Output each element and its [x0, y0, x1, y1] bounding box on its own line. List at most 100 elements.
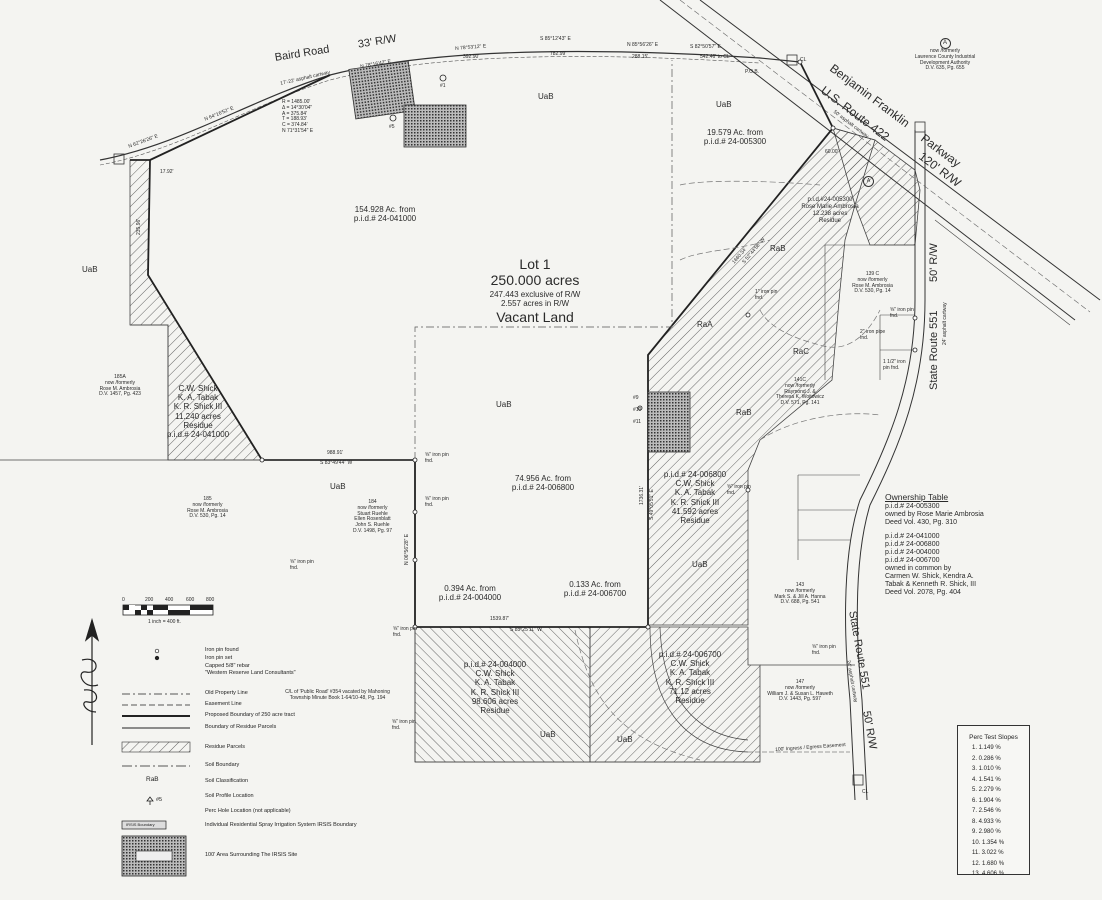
soil-uab-1: UaB: [538, 92, 554, 101]
public-road-note: C/L of 'Public Road' #354 vacated by Mah…: [285, 689, 390, 701]
n185a-1: now /formerly: [104, 379, 135, 386]
soil-boundary-1: [414, 60, 673, 460]
n185a-3: D.V. 1457, Pg. 423: [99, 391, 141, 398]
soil-uab-8: UaB: [617, 735, 633, 744]
perc-row-2: 2. 0.286 %: [972, 755, 1001, 762]
perc-row-9: 9. 2.980 %: [972, 829, 1001, 835]
soil-uab-4: UaB: [496, 400, 512, 409]
own-row-5: p.i.d.# 24-006800: [885, 540, 940, 548]
legend-item-0: Iron pin found: [205, 647, 239, 653]
parcel-154: 154.928 Ac. from p.i.d.# 24-041000: [330, 205, 440, 223]
dist-d6: 1736.31': [639, 485, 645, 505]
n184-2: Stuart Ruehle: [357, 510, 388, 517]
legend-item-4: Old Property Line: [205, 690, 248, 696]
dist-d3: 392.90': [463, 54, 480, 60]
legend-line-samples: [121, 648, 191, 877]
curve-c: C = 374.84': [282, 122, 308, 128]
sr551-north-label: State Route 551: [928, 310, 940, 390]
lot1-acres: 250.000 acres: [490, 272, 580, 289]
dist-d9: 60.00': [825, 149, 839, 155]
bearing-b10: N 06°56'28" E: [404, 533, 410, 565]
easement-curve-2: [659, 626, 749, 741]
perc-row-12: 12. 1.680 %: [972, 860, 1005, 867]
scale-tick-3: 600: [186, 597, 195, 603]
legend-item-7: Boundary of Residue Parcels: [205, 724, 277, 730]
soil-uab-6: UaB: [692, 560, 708, 569]
perc-test-table: Perc Test Slopes 1. 1.149 % 2. 0.286 % 3…: [957, 725, 1030, 877]
pin-label-5: ⅝" iron pin fnd.: [392, 719, 416, 731]
perc-row-10: 10. 1.354 %: [972, 839, 1005, 846]
irsis-box-3: [647, 391, 691, 453]
curve-r: R = 1485.00': [282, 99, 311, 105]
circle-a-marker: A: [939, 38, 951, 49]
n185a-2: Rose M. Ambrosia: [99, 385, 141, 392]
own-row-2: Deed Vol. 430, Pg. 310: [885, 518, 957, 526]
ownership-table: Ownership Table p.i.d.# 24-005300 owned …: [885, 492, 984, 597]
legend-irsis-box: IRSIS Boundary: [126, 822, 155, 827]
legend-item-11: Soil Profile Location: [205, 793, 254, 799]
pin-label-4: ⅝" iron pin fnd.: [393, 626, 417, 638]
res-shick41-5: Residue: [680, 515, 710, 525]
cl-label-1: CL: [800, 57, 807, 63]
res-ambrosia-3: Residue: [818, 217, 841, 224]
lot1-exclusive: 247.443 exclusive of R/W: [489, 290, 581, 300]
res-shick41-3: K. R. Shick III: [670, 497, 720, 507]
n141c-0: 141C: [794, 377, 806, 383]
scale-tick-0: 0: [122, 597, 125, 603]
soil-boundary-7: [574, 629, 701, 761]
soil-uab-5: UaB: [330, 482, 346, 491]
neighbor-185: 185 now /formerly Rose M. Ambrosia D.V. …: [170, 496, 245, 520]
res-ambrosia-0: p.i.d.#24-005300: [807, 197, 853, 203]
n184-4: John S. Ruehle: [355, 522, 390, 528]
sr551-north-rw: 50' R/W: [928, 243, 940, 282]
curve-delta: Δ = 14°30'04": [282, 104, 313, 111]
soil-uab-7: UaB: [540, 730, 556, 739]
north-arrow-icon: [80, 617, 100, 745]
lot1-block: Lot 1 250.000 acres 247.443 exclusive of…: [470, 256, 600, 325]
pin-label-9: ⅝" iron pin fnd.: [890, 307, 914, 319]
irsis-box-2: [403, 104, 467, 148]
dist-d11: 542.46' to CL: [700, 54, 730, 60]
residue-parcel-ambrosia: [832, 127, 921, 246]
us422-line-a: [659, 0, 1076, 321]
circle-a-marker-2: A: [863, 176, 874, 187]
n147-0: 147: [795, 679, 805, 685]
pin-label-2: ⅝" iron pin fnd.: [425, 496, 449, 508]
neighbor-147: 147 now /formerly William J. & Susan L. …: [755, 679, 845, 703]
neighbor-a: A now /formerly Lawrence County Industri…: [900, 38, 990, 72]
res-shick71-3: K. R. Shick III: [665, 677, 715, 687]
irsis-box-1: [348, 60, 416, 120]
n184-3: Ellen Rosenblatt: [354, 516, 391, 523]
n141c-3: Theresa K. Wojtowicz: [775, 394, 825, 401]
residue-shick-41: p.i.d.# 24-006800 C.W. Shick K. A. Tabak…: [655, 470, 735, 525]
res-shick71-4: 71.12 acres: [669, 686, 711, 696]
perc-10-label: #10: [633, 407, 642, 413]
perc-9-label: #9: [633, 395, 639, 401]
n143-0: 143: [795, 582, 805, 588]
n185-2: Rose M. Ambrosia: [187, 507, 228, 514]
n141c-4: D.V. 571, Pg. 141: [780, 400, 820, 406]
res-shick98-5: Residue: [480, 705, 510, 715]
n139c-0: 139 C: [865, 271, 880, 277]
lot1-top-boundary: [149, 74, 331, 161]
res-shick41-0: p.i.d.# 24-006800: [663, 470, 727, 479]
perc-row-1: 1. 1.149 %: [972, 745, 1001, 751]
own-row-7: p.i.d.# 24-006700: [885, 557, 940, 565]
legend-item-5: Easement Line: [205, 701, 242, 707]
nA-1: Lawrence County Industrial: [914, 53, 976, 60]
n139c-3: D.V. 530, Pg. 14: [854, 288, 891, 295]
res-shick98-3: K. R. Shick III: [470, 687, 520, 697]
pin-label-10: 2" iron pipe fnd.: [860, 329, 886, 341]
own-row-9: Carmen W. Shick, Kendra A.: [885, 573, 974, 581]
neighbor-185a: 185A now /formerly Rose M. Ambrosia D.V.…: [85, 374, 155, 398]
legend-item-6: Proposed Boundary of 250 acre tract: [205, 712, 295, 718]
cl-label-2: CL: [862, 789, 869, 795]
ownership-title: Ownership Table: [885, 492, 949, 502]
n143-3: D.V. 688, Pg. 541: [780, 599, 820, 606]
residue-shick-11: C.W. Shick K. A. Tabak K. R. Shick III 1…: [158, 384, 238, 439]
res-shick41-2: K. A. Tabak: [674, 488, 716, 498]
own-row-6: p.i.d.# 24-004000: [885, 549, 940, 556]
dist-d8: 17.92': [160, 169, 174, 175]
perc-row-5: 5. 2.279 %: [972, 787, 1001, 793]
res-shick11-3: 11.240 acres: [175, 411, 221, 421]
